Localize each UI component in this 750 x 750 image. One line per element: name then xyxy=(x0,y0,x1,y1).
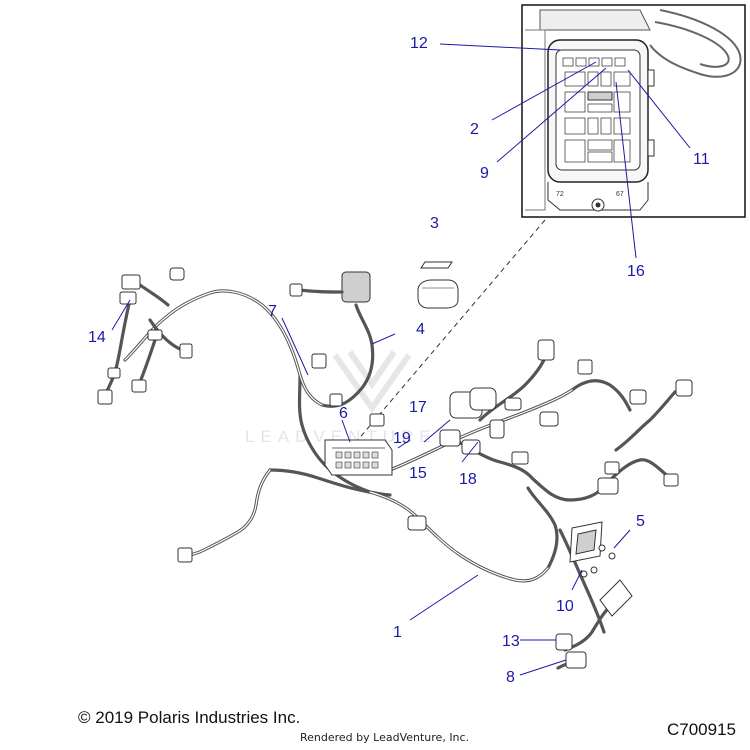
fuse-box-6 xyxy=(324,439,393,476)
callout-5: 5 xyxy=(636,513,645,530)
callout-16: 16 xyxy=(627,263,645,280)
callout-9: 9 xyxy=(480,165,489,182)
callout-18: 18 xyxy=(459,471,477,488)
connector-mark-72: 72 xyxy=(556,191,564,198)
callout-4: 4 xyxy=(416,321,425,338)
callout-leaders xyxy=(111,43,691,676)
callout-7: 7 xyxy=(268,303,277,320)
callout-1: 1 xyxy=(393,624,402,641)
callout-6: 6 xyxy=(339,405,348,422)
callout-3: 3 xyxy=(430,215,439,232)
callout-15: 15 xyxy=(409,465,427,482)
inset-detail: 72 67 xyxy=(521,4,746,218)
callout-labels: 12 2 9 11 16 3 4 7 14 6 17 19 15 18 5 10… xyxy=(88,35,710,686)
main-harness xyxy=(97,267,693,670)
copyright-notice: © 2019 Polaris Industries Inc. xyxy=(78,708,301,727)
callout-11: 11 xyxy=(693,151,710,168)
callout-2: 2 xyxy=(470,121,479,138)
callout-8: 8 xyxy=(506,669,515,686)
connector-mark-67: 67 xyxy=(616,191,624,198)
projection-line xyxy=(344,219,546,456)
callout-14: 14 xyxy=(88,329,106,346)
rendered-by-credit: Rendered by LeadVenture, Inc. xyxy=(300,731,470,744)
callout-10: 10 xyxy=(556,598,574,615)
drawing-id: C700915 xyxy=(666,720,736,739)
callout-13: 13 xyxy=(502,633,520,650)
part-label-3 xyxy=(420,261,453,269)
callout-19: 19 xyxy=(393,430,411,447)
callout-17: 17 xyxy=(409,399,427,416)
part-cover-4 xyxy=(417,279,459,309)
callout-12: 12 xyxy=(410,35,428,52)
